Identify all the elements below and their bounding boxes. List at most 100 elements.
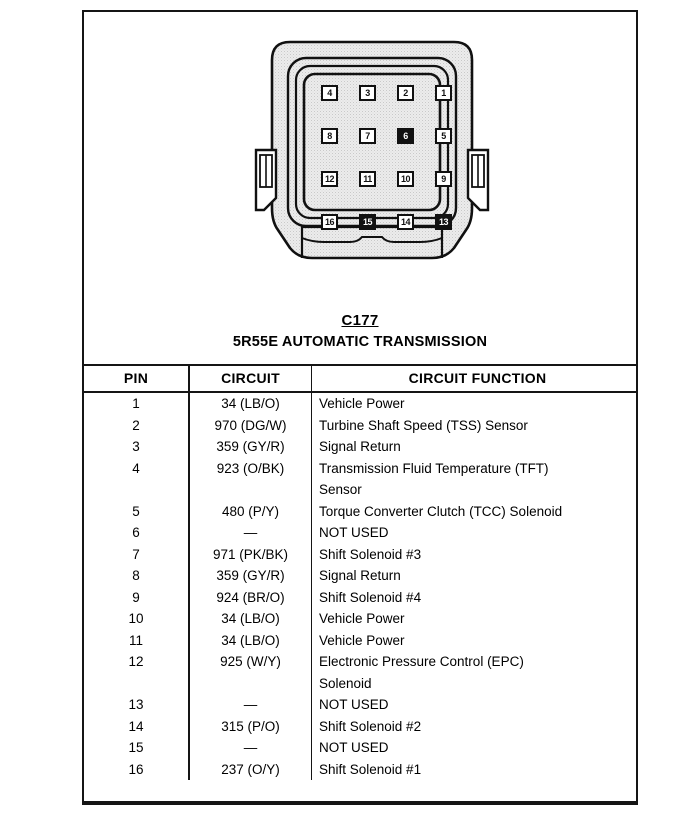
cell-pin [84,673,189,695]
cell-circuit: — [188,694,312,716]
cell-pin: 15 [128,740,144,755]
cell-circuit: — [188,737,312,759]
cell-circuit [188,479,312,501]
cell-function: Vehicle Power [311,392,636,415]
cell-circuit: 237 (O/Y) [188,758,312,780]
title-block: C177 5R55E AUTOMATIC TRANSMISSION [84,312,636,350]
column-header-function: CIRCUIT FUNCTION [311,366,636,393]
column-header-circuit: CIRCUIT [188,366,312,393]
pin-cavity[interactable]: 7 [359,128,376,144]
table-row: 9 924 (BR/O) Shift Solenoid #4 [84,586,636,608]
cell-pin: 9 [132,589,140,605]
table-row: 15 — NOT USED [84,737,636,759]
table-header-row: PIN CIRCUIT CIRCUIT FUNCTION [84,366,636,393]
cell-pin: 4 [132,460,140,476]
cell-circuit: 34 (LB/O) [188,608,312,630]
cell-function: Vehicle Power [311,608,636,630]
cell-function: Signal Return [311,565,636,587]
cell-function: Vehicle Power [311,629,636,651]
cell-circuit: 359 (GY/R) [188,436,312,458]
pin-cavity[interactable]: 10 [397,171,414,187]
table-header: PIN CIRCUIT CIRCUIT FUNCTION [84,366,636,393]
pin-cavity[interactable]: 11 [359,171,376,187]
table-row: 10 34 (LB/O) Vehicle Power [84,608,636,630]
table-row: 4 923 (O/BK) Transmission Fluid Temperat… [84,457,636,479]
table-row: 7 971 (PK/BK) Shift Solenoid #3 [84,543,636,565]
connector-diagram: 4 3 2 1 8 7 6 5 12 11 10 9 16 15 14 13 [242,30,502,280]
cell-circuit: 925 (W/Y) [188,651,312,673]
cell-pin: 10 [128,611,144,626]
table-row: 5 480 (P/Y) Torque Converter Clutch (TCC… [84,500,636,522]
pin-assignment-table: PIN CIRCUIT CIRCUIT FUNCTION 1 34 (LB/O)… [84,366,636,780]
table-row: 8 359 (GY/R) Signal Return [84,565,636,587]
connector-skirt-curve [301,236,443,243]
cell-circuit: 34 (LB/O) [188,392,312,415]
table-row: 14 315 (P/O) Shift Solenoid #2 [84,715,636,737]
pin-cavity[interactable]: 15 [359,214,376,230]
cell-circuit: 971 (PK/BK) [188,543,312,565]
cell-circuit: — [188,522,312,544]
cell-function: Transmission Fluid Temperature (TFT) [311,457,636,479]
cell-circuit: 970 (DG/W) [188,414,312,436]
cell-function: Turbine Shaft Speed (TSS) Sensor [311,414,636,436]
table-row: 6 — NOT USED [84,522,636,544]
cell-pin: 13 [128,697,144,712]
cell-pin: 3 [132,439,140,454]
cell-pin: 12 [128,654,144,669]
cell-pin: 14 [128,718,144,734]
table-row-continuation: Solenoid [84,672,636,695]
pin-cavity[interactable]: 4 [321,85,338,101]
cell-circuit: 34 (LB/O) [188,629,312,651]
connector-id-label: C177 [341,312,379,329]
cell-function: Electronic Pressure Control (EPC) [311,651,636,673]
table-row-continuation: Sensor [84,479,636,501]
pin-cavity[interactable]: 14 [397,214,414,230]
pin-cavity[interactable]: 3 [359,85,376,101]
cell-function: Torque Converter Clutch (TCC) Solenoid [311,500,636,522]
pin-cavity[interactable]: 8 [321,128,338,144]
table-body: 1 34 (LB/O) Vehicle Power 2 970 (DG/W) T… [84,392,636,780]
table-row: 13 — NOT USED [84,694,636,716]
connector-drawing [254,40,490,260]
cell-function: Signal Return [311,436,636,458]
cell-function: Sensor [311,479,636,501]
cell-circuit: 359 (GY/R) [188,565,312,587]
table-row: 11 34 (LB/O) Vehicle Power [84,629,636,651]
table-bottom-rule [84,801,636,803]
pin-cavity[interactable]: 1 [435,85,452,101]
cell-pin: 16 [128,761,144,777]
cell-pin: 1 [132,396,140,411]
pin-cavity[interactable]: 9 [435,171,452,187]
pin-cavity[interactable]: 6 [397,128,414,144]
cell-function: NOT USED [311,522,636,544]
cell-pin: 8 [132,568,140,583]
table-row: 1 34 (LB/O) Vehicle Power [84,392,636,415]
document-page: 4 3 2 1 8 7 6 5 12 11 10 9 16 15 14 13 C… [82,10,638,805]
table-row: 16 237 (O/Y) Shift Solenoid #1 [84,758,636,780]
pin-cavity[interactable]: 13 [435,214,452,230]
cell-circuit: 480 (P/Y) [188,500,312,522]
cell-function: NOT USED [311,694,636,716]
cell-function: Shift Solenoid #4 [311,586,636,608]
pin-cavity[interactable]: 5 [435,128,452,144]
cell-pin: 6 [132,525,140,540]
assembly-name-label: 5R55E AUTOMATIC TRANSMISSION [232,334,488,350]
pin-cavity[interactable]: 16 [321,214,338,230]
cell-circuit: 315 (P/O) [188,715,312,737]
cell-circuit: 924 (BR/O) [188,586,312,608]
cell-circuit: 923 (O/BK) [188,457,312,479]
cell-pin [84,479,189,501]
cell-function: Shift Solenoid #2 [311,715,636,737]
cell-pin: 2 [132,417,140,433]
cell-pin: 11 [128,632,143,648]
cell-circuit [188,672,312,694]
table-row: 3 359 (GY/R) Signal Return [84,436,636,458]
cell-function: Shift Solenoid #1 [311,758,636,780]
cell-function: NOT USED [311,737,636,759]
column-header-pin: PIN [84,366,189,393]
cell-pin: 5 [132,503,140,519]
cell-function: Shift Solenoid #3 [311,543,636,565]
pin-cavity[interactable]: 12 [321,171,338,187]
pin-cavity[interactable]: 2 [397,85,414,101]
title-divider-rule [84,364,636,366]
